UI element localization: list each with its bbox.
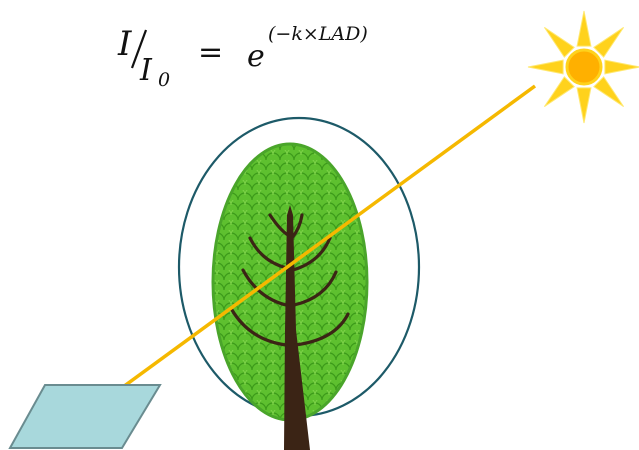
sun-ray xyxy=(593,76,625,108)
equation-exponent: (−k×LAD) xyxy=(268,23,368,45)
light-beam xyxy=(84,84,537,416)
equation-denominator: I xyxy=(139,53,153,88)
tree-branches xyxy=(230,213,350,347)
sun-icon xyxy=(527,10,639,124)
sun-ray xyxy=(593,26,625,58)
sun-ray xyxy=(604,59,639,75)
equation-base: e xyxy=(247,39,265,74)
sun-core xyxy=(565,48,603,86)
sun-ray xyxy=(576,10,592,47)
sun-ray xyxy=(543,26,575,58)
equation-numerator: I xyxy=(117,24,132,64)
sun-ray xyxy=(543,76,575,108)
sun-ray xyxy=(576,87,592,124)
light-sensor-plate xyxy=(8,384,162,449)
equation-fraction-slash xyxy=(130,29,148,69)
sun-ray xyxy=(527,59,564,75)
sun-rays xyxy=(527,10,639,124)
equation-denominator-subscript: 0 xyxy=(158,69,170,91)
equation-equals: = xyxy=(198,35,223,70)
beer-lambert-equation: I I 0 = e (−k×LAD) xyxy=(117,23,368,91)
